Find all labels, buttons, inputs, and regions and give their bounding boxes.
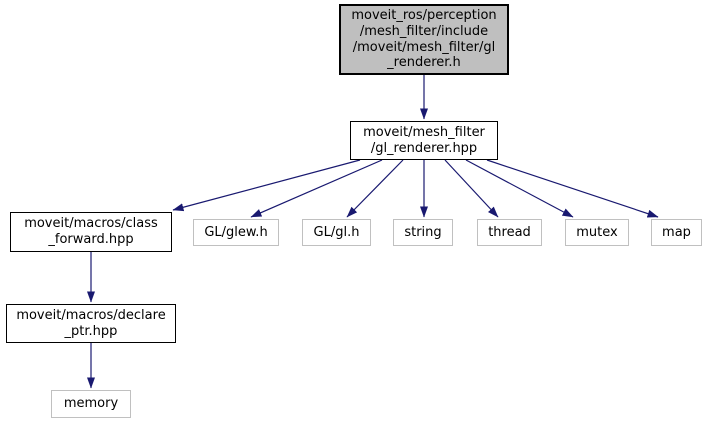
node-mutex: mutex: [565, 219, 629, 246]
node-gl-renderer-h: moveit_ros/perception /mesh_filter/inclu…: [339, 4, 509, 75]
edge-glrendererhpp-to-classforward: [172, 159, 361, 212]
edge-glrendererhpp-to-thread: [444, 159, 499, 218]
edge-glrendererhpp-to-mutex: [465, 159, 574, 218]
node-map: map: [651, 219, 702, 246]
node-memory: memory: [51, 390, 131, 418]
node-string: string: [393, 219, 453, 246]
edge-glrendererhpp-to-map: [486, 159, 659, 218]
node-gl-gl-h: GL/gl.h: [302, 219, 371, 246]
node-declare-ptr-hpp[interactable]: moveit/macros/declare _ptr.hpp: [6, 304, 176, 343]
edge-glrendererhpp-to-glew: [250, 159, 383, 218]
edge-glrendererhpp-to-gl: [346, 159, 404, 218]
node-gl-glew-h: GL/glew.h: [193, 219, 279, 246]
node-class-forward-hpp[interactable]: moveit/macros/class _forward.hpp: [10, 212, 172, 252]
node-thread: thread: [477, 219, 542, 246]
node-gl-renderer-hpp[interactable]: moveit/mesh_filter /gl_renderer.hpp: [350, 121, 498, 160]
